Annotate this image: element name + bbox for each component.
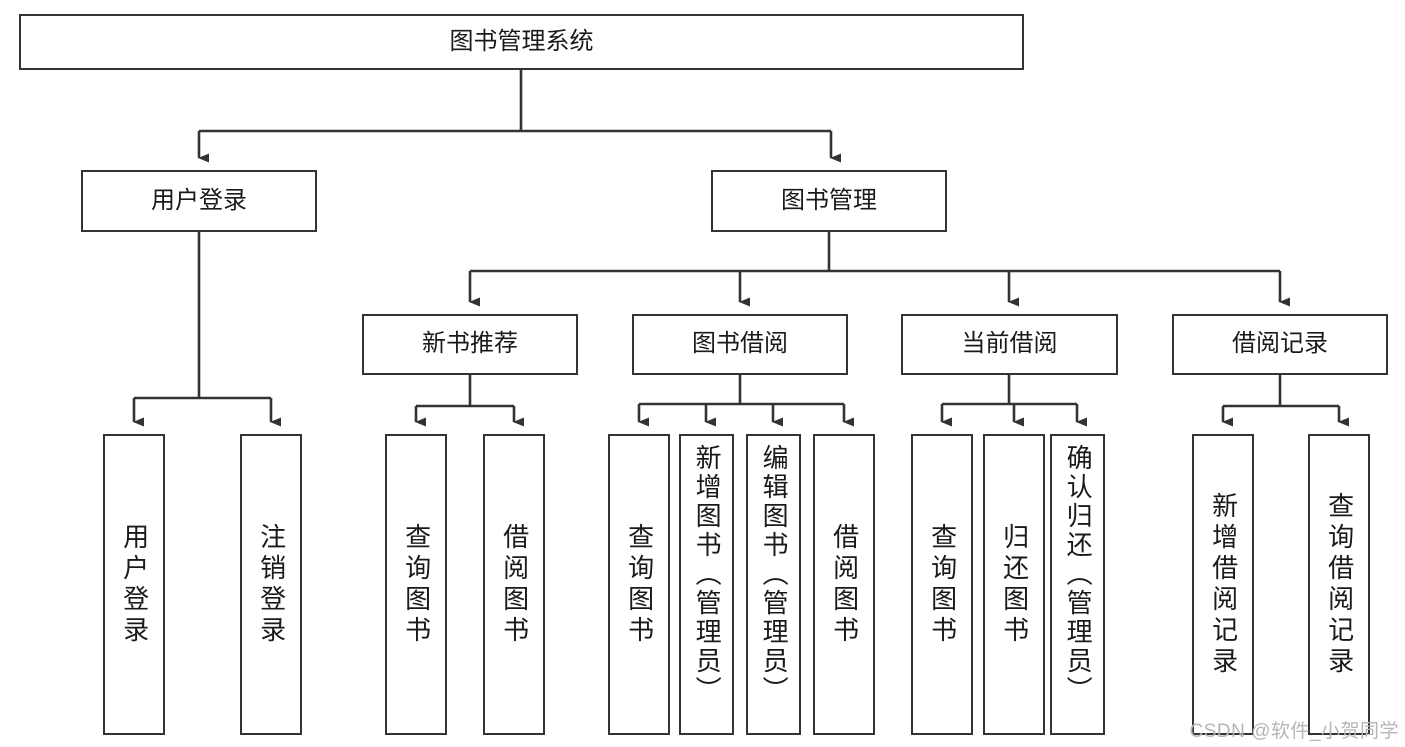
leaf-borrow-book[interactable]: 借阅图书 xyxy=(813,434,875,735)
leaf-query-book-new-label: 查询图书 xyxy=(401,522,432,647)
leaf-edit-book[interactable]: 编辑图书（管理员） xyxy=(746,434,801,735)
leaf-user-login-label: 用户登录 xyxy=(119,522,150,647)
leaf-edit-book-label: 编辑图书（管理员） xyxy=(759,444,790,705)
node-new-book-recommend-label: 新书推荐 xyxy=(422,330,518,358)
node-book-borrow-label: 图书借阅 xyxy=(692,330,788,358)
leaf-query-book-new[interactable]: 查询图书 xyxy=(385,434,447,735)
leaf-borrow-book-label: 借阅图书 xyxy=(829,522,860,647)
node-borrow-records-label: 借阅记录 xyxy=(1232,330,1328,358)
node-book-borrow[interactable]: 图书借阅 xyxy=(632,314,848,375)
leaf-query-book-borrow[interactable]: 查询图书 xyxy=(608,434,670,735)
node-current-borrow[interactable]: 当前借阅 xyxy=(901,314,1118,375)
leaf-borrow-book-new-label: 借阅图书 xyxy=(499,522,530,647)
leaf-logout[interactable]: 注销登录 xyxy=(240,434,302,735)
node-current-borrow-label: 当前借阅 xyxy=(961,330,1058,358)
watermark: CSDN @软件_小贺同学 xyxy=(1189,721,1399,742)
node-user-login[interactable]: 用户登录 xyxy=(81,170,317,232)
leaf-add-book-label: 新增图书（管理员） xyxy=(692,444,723,705)
node-root[interactable]: 图书管理系统 xyxy=(19,14,1024,70)
leaf-borrow-book-new[interactable]: 借阅图书 xyxy=(483,434,545,735)
leaf-query-borrow-record-label: 查询借阅记录 xyxy=(1324,491,1355,678)
leaf-user-login[interactable]: 用户登录 xyxy=(103,434,165,735)
leaf-add-borrow-record[interactable]: 新增借阅记录 xyxy=(1192,434,1254,735)
leaf-query-book-current-label: 查询图书 xyxy=(927,522,958,647)
leaf-add-book[interactable]: 新增图书（管理员） xyxy=(679,434,734,735)
leaf-confirm-return-label: 确认归还（管理员） xyxy=(1063,444,1094,705)
node-borrow-records[interactable]: 借阅记录 xyxy=(1172,314,1388,375)
leaf-confirm-return[interactable]: 确认归还（管理员） xyxy=(1050,434,1105,735)
leaf-return-book-label: 归还图书 xyxy=(999,522,1030,647)
leaf-add-borrow-record-label: 新增借阅记录 xyxy=(1208,491,1239,678)
node-root-label: 图书管理系统 xyxy=(449,27,594,55)
leaf-query-borrow-record[interactable]: 查询借阅记录 xyxy=(1308,434,1370,735)
leaf-query-book-current[interactable]: 查询图书 xyxy=(911,434,973,735)
leaf-return-book[interactable]: 归还图书 xyxy=(983,434,1045,735)
node-user-login-label: 用户登录 xyxy=(151,186,247,214)
node-book-management[interactable]: 图书管理 xyxy=(711,170,947,232)
node-book-management-label: 图书管理 xyxy=(781,186,877,214)
leaf-query-book-borrow-label: 查询图书 xyxy=(624,522,655,647)
leaf-logout-label: 注销登录 xyxy=(256,522,287,647)
node-new-book-recommend[interactable]: 新书推荐 xyxy=(362,314,578,375)
